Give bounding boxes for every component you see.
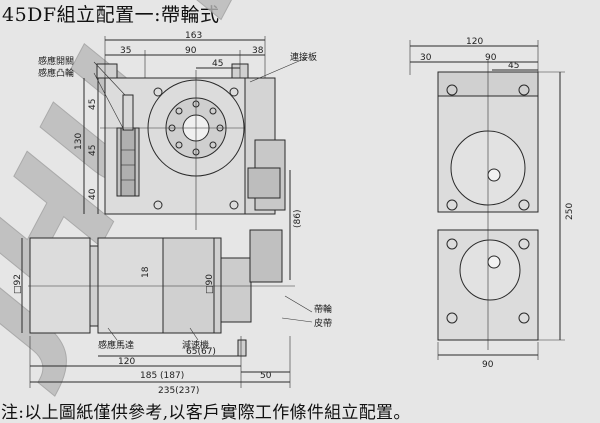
dim-right-250: 250: [565, 203, 575, 220]
dim-45-top: 45: [212, 59, 223, 69]
motor-reducer-view: [28, 229, 295, 357]
dimension-lines: [21, 36, 565, 388]
dim-235: 235(237): [158, 386, 199, 396]
dim-130: 130: [74, 133, 84, 150]
dim-185: 185 (187): [140, 371, 184, 381]
dim-40: 40: [88, 188, 98, 200]
dim-163: 163: [185, 31, 202, 41]
dim-86: (86): [293, 210, 303, 228]
footnote: 注:以上圖紙僅供參考,以客戶實際工作條件組立配置。: [1, 403, 411, 423]
label-connecting-plate: 連接板: [290, 51, 317, 63]
dim-right-90-top: 90: [485, 53, 497, 63]
dim-45-left-b: 45: [88, 145, 98, 156]
label-sensor-switch: 感應開關: [38, 55, 74, 67]
label-sensor-cam: 感應凸輪: [38, 67, 74, 79]
dim-right-120: 120: [466, 37, 483, 47]
dim-65: 65(67): [186, 347, 216, 357]
dim-120-left: 120: [118, 357, 135, 367]
label-pulley: 帶輪: [314, 303, 332, 315]
dim-right-30: 30: [420, 53, 432, 63]
label-reducer: 減速機: [182, 339, 209, 351]
dim-90: 90: [185, 46, 197, 56]
page-title: 45DF組立配置一:帶輪式: [2, 4, 220, 26]
dim-right-45: 45: [508, 61, 519, 71]
part-labels: 感應開關 感應凸輪 連接板 感應馬達 減速機 帶輪 皮帶: [38, 51, 332, 351]
indexer-front-view: [96, 63, 286, 230]
dimension-texts: 163 35 90 38 45 45 45 130 40 (86) 18 □92…: [13, 31, 575, 396]
dim-38: 38: [252, 46, 264, 56]
dim-18: 18: [141, 266, 151, 278]
dim-50: 50: [260, 371, 272, 381]
label-belt: 皮帶: [314, 317, 332, 329]
dim-square-92: □92: [13, 274, 23, 294]
dim-square-90: □90: [205, 274, 215, 294]
indexer-side-view: [437, 60, 539, 350]
dim-35: 35: [120, 46, 131, 56]
dim-45-left-a: 45: [88, 99, 98, 110]
dim-right-90-bottom: 90: [482, 360, 494, 370]
label-sensor-motor: 感應馬達: [98, 339, 134, 351]
